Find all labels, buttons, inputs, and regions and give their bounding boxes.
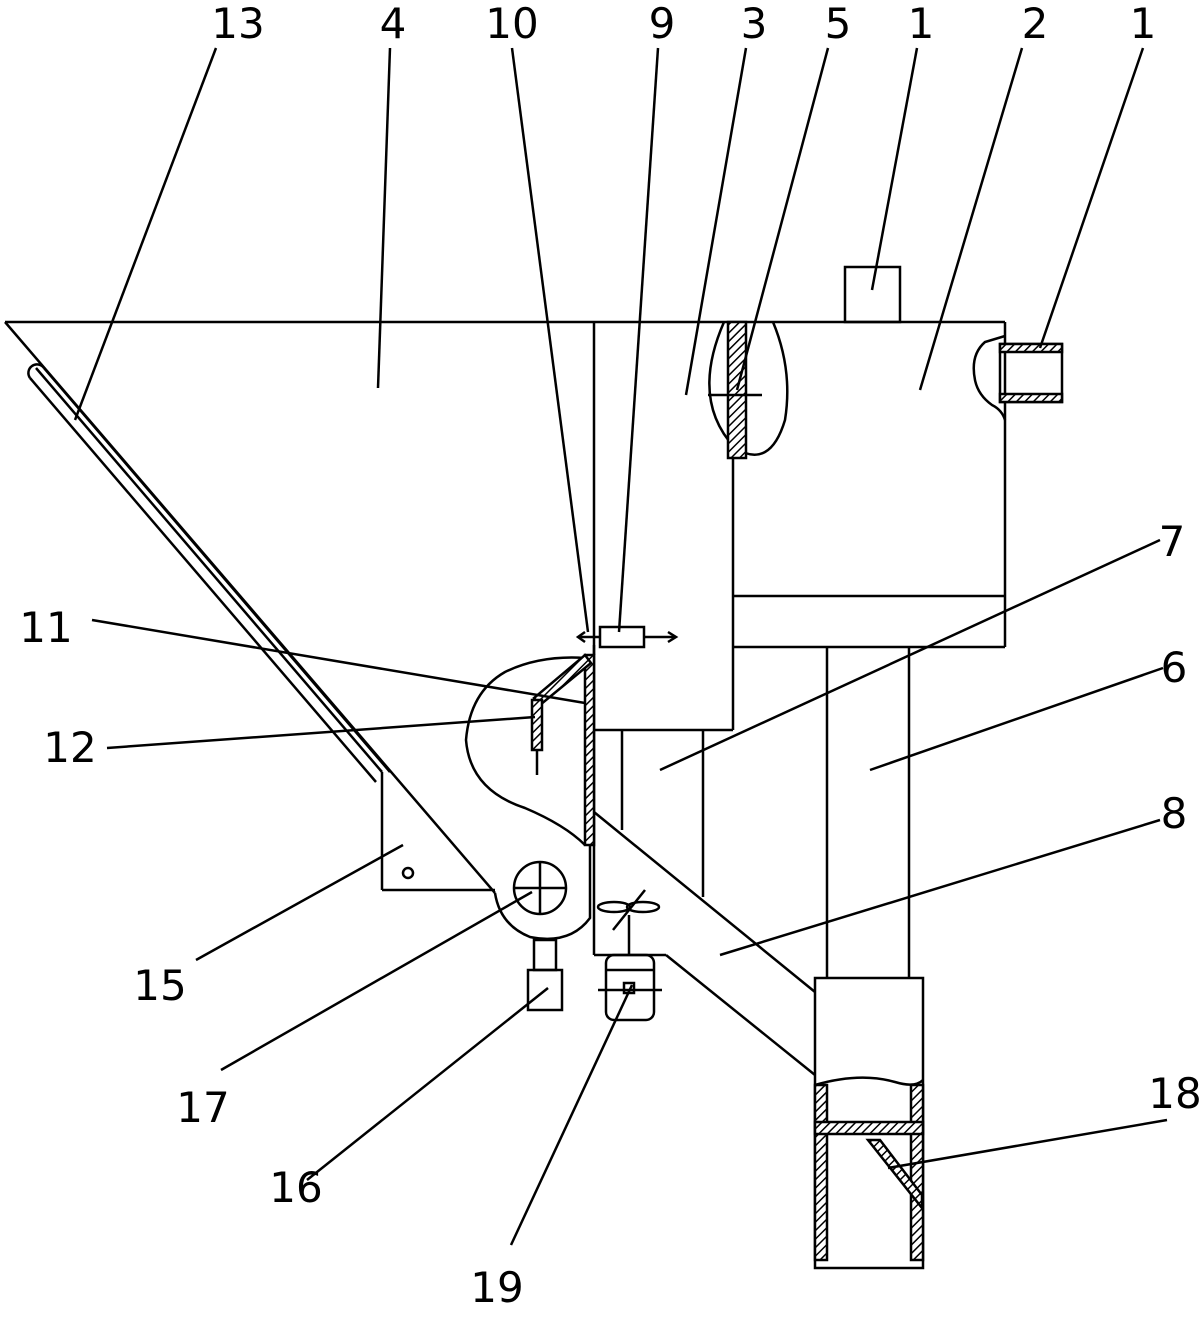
leader-lines [73,47,1168,1246]
part-labels: 13 4 10 9 3 5 1 2 1 7 11 6 12 8 15 17 16… [19,0,1200,1312]
label-2: 2 [1022,0,1049,48]
label-1-top: 1 [908,0,935,48]
pipe-six [825,647,911,978]
side-mount [380,772,495,892]
outlet-pipe [813,976,925,1270]
label-13: 13 [211,0,264,48]
valve-cutaway [464,653,596,847]
label-12: 12 [43,723,96,772]
hopper-body [4,320,1005,894]
tank-box [731,322,1007,730]
pipe-seven [620,730,705,897]
label-5: 5 [825,0,852,48]
label-3: 3 [741,0,768,48]
top-fitting [843,265,902,324]
cutaway-view [708,320,789,460]
side-pipe [972,334,1064,421]
diagonal-channel [592,730,816,1076]
label-6: 6 [1161,643,1188,692]
chamber [592,645,733,732]
label-18: 18 [1148,1069,1200,1118]
label-10: 10 [485,0,538,48]
label-11: 11 [19,603,72,652]
liner-plate [27,363,391,783]
label-4: 4 [380,0,407,48]
label-16: 16 [269,1163,322,1212]
label-1-side: 1 [1130,0,1157,48]
sensor [575,625,679,649]
label-19: 19 [470,1263,523,1312]
label-8: 8 [1161,789,1188,838]
label-15: 15 [133,961,186,1010]
label-17: 17 [176,1083,229,1132]
roller [493,845,592,941]
bottom-fitting [526,938,564,1012]
label-7: 7 [1159,517,1186,566]
fan-motor [596,889,662,1022]
label-9: 9 [649,0,676,48]
